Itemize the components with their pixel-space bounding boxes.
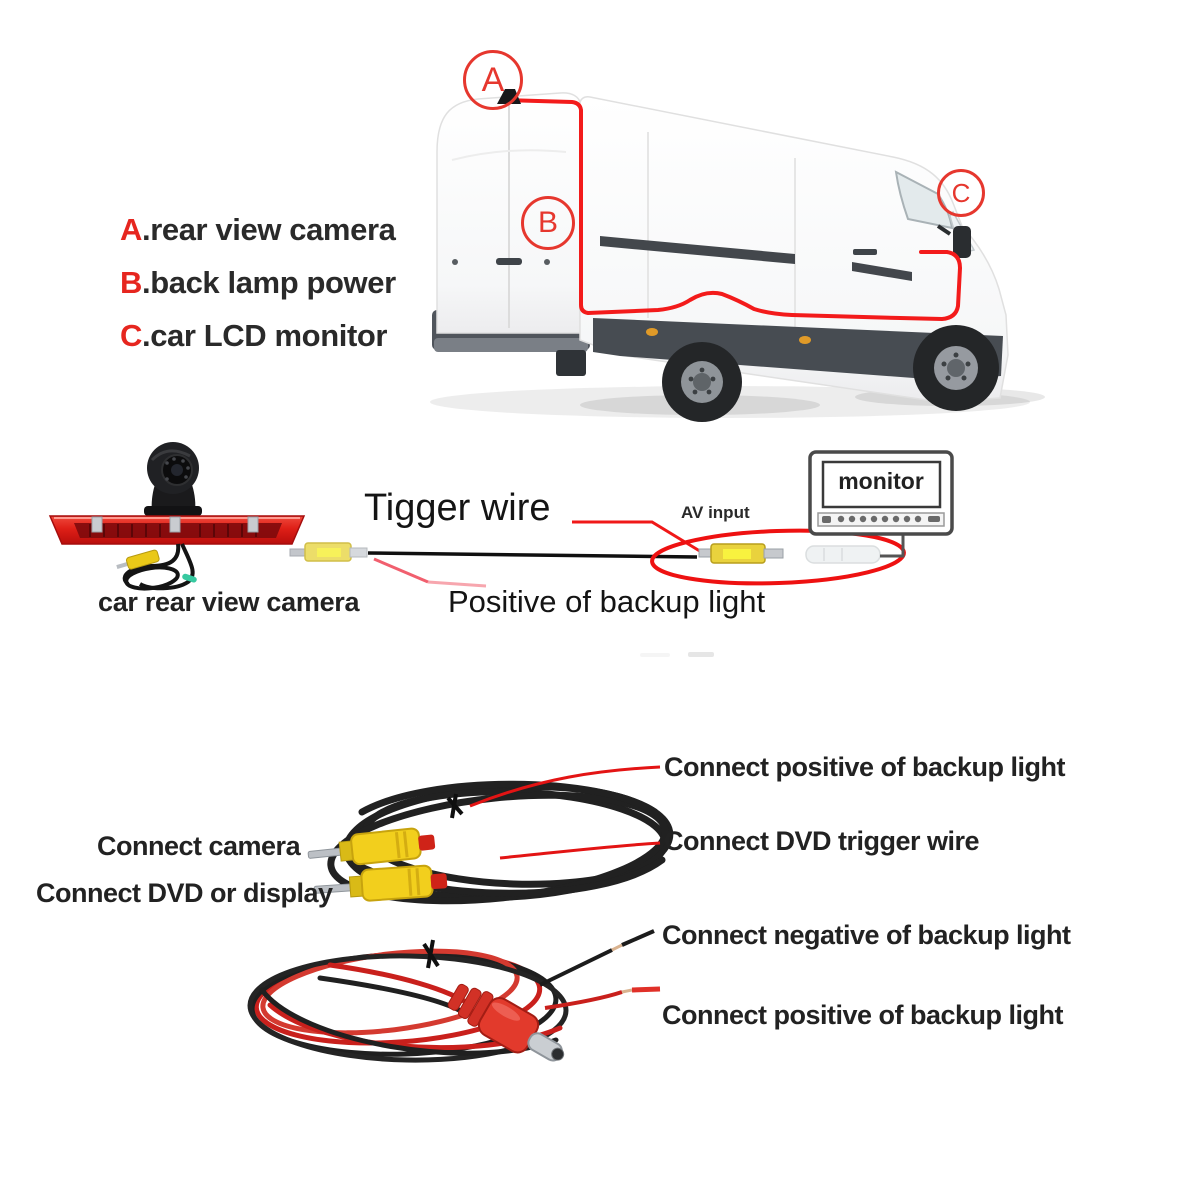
van-mirror xyxy=(953,226,971,258)
monitor-screen xyxy=(821,460,942,509)
marker-c: C xyxy=(937,169,985,217)
legend: A.rear view camera B.back lamp power C.c… xyxy=(120,212,396,371)
wire-to-positive-bottom xyxy=(544,990,623,1010)
positive-backup-light-label: Positive of backup light xyxy=(448,584,766,619)
power-cable-illustration xyxy=(247,929,661,1063)
monitor-label: monitor xyxy=(838,468,924,494)
trigger-leader-line xyxy=(572,520,704,555)
connect-positive-bottom-label: Connect positive of backup light xyxy=(662,1000,1064,1030)
marker-a: A xyxy=(463,50,523,110)
connect-camera-label: Connect camera xyxy=(97,831,301,861)
rca-plug-dvd xyxy=(313,864,448,902)
av-plug-faded xyxy=(805,545,881,564)
wire-to-negative xyxy=(539,948,613,987)
wire-to-trigger xyxy=(499,841,661,860)
brake-light-camera-illustration xyxy=(48,442,306,591)
wire-to-positive-top xyxy=(469,765,661,808)
van-door-handle xyxy=(496,258,522,265)
marker-b: B xyxy=(521,196,575,250)
legend-key-c: C xyxy=(120,318,142,353)
rca-connector-yellow xyxy=(698,543,784,564)
van-illustration xyxy=(430,89,1045,422)
van-rub-strip xyxy=(600,236,795,264)
legend-line-b: B.back lamp power xyxy=(120,265,396,301)
van-side-marker xyxy=(646,328,658,336)
camera-caption: car rear view camera xyxy=(98,587,360,617)
legend-key-a: A xyxy=(120,212,142,247)
camera-lens-icon xyxy=(171,464,183,476)
connect-trigger-label: Connect DVD trigger wire xyxy=(664,826,980,856)
camera-green-plug xyxy=(182,573,197,583)
monitor-illustration xyxy=(808,450,954,558)
rca-connector-left xyxy=(289,542,368,562)
connect-dvd-display-label: Connect DVD or display xyxy=(36,878,333,908)
positive-leader-line xyxy=(373,557,429,584)
legend-line-c: C.car LCD monitor xyxy=(120,318,396,354)
av-input-label: AV input xyxy=(681,503,750,522)
trigger-wire-line xyxy=(367,551,698,559)
connect-negative-label: Connect negative of backup light xyxy=(662,920,1071,950)
camera-rca-connector xyxy=(116,549,160,570)
legend-label-b: .back lamp power xyxy=(142,265,396,300)
van-camera-wire-route xyxy=(503,98,962,321)
trigger-wire-label: Tigger wire xyxy=(364,487,551,529)
legend-line-a: A.rear view camera xyxy=(120,212,396,248)
van-skirt xyxy=(593,318,1003,380)
legend-key-b: B xyxy=(120,265,142,300)
av-cable-illustration xyxy=(307,765,674,905)
legend-label-a: .rear view camera xyxy=(142,212,396,247)
legend-label-c: .car LCD monitor xyxy=(142,318,388,353)
van-front-wheel xyxy=(913,325,999,411)
rca-plug-camera xyxy=(307,827,436,866)
van-rear-wheel xyxy=(662,342,742,422)
dc-power-plug xyxy=(447,983,565,1062)
connect-positive-top-label: Connect positive of backup light xyxy=(664,752,1066,782)
